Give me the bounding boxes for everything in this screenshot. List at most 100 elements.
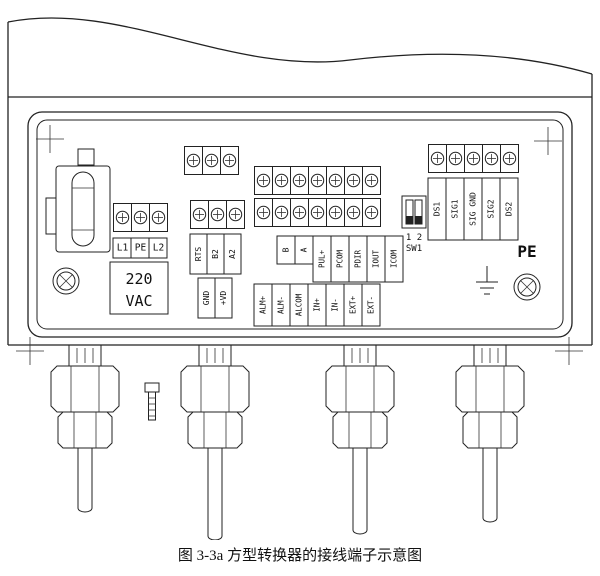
terminal-screw — [482, 144, 501, 173]
label-l1: L1 — [117, 243, 129, 254]
cable-gland-2 — [180, 344, 250, 540]
label-alm-plus: ALM+ — [259, 295, 268, 314]
mounting-screw — [144, 382, 160, 421]
terminal-screw — [308, 198, 327, 227]
enclosure-break-wave — [7, 17, 593, 75]
label-vd: +VD — [219, 291, 228, 306]
terminal-screw — [428, 144, 447, 173]
cable — [482, 448, 498, 523]
io-terminal-row-1 — [254, 166, 381, 195]
dip-switch-lever-2 — [415, 216, 422, 224]
registration-marks — [16, 125, 583, 365]
terminal-screw — [149, 203, 168, 232]
terminal-screw — [184, 146, 203, 175]
cable — [77, 448, 93, 513]
label-alm-minus: ALM- — [277, 296, 286, 314]
terminal-screw — [254, 166, 273, 195]
cross-mark-top-right — [534, 127, 562, 155]
power-section: L1 PE L2 220 VAC — [45, 148, 169, 315]
label-pul-plus: PUL+ — [318, 249, 327, 268]
terminal-screw — [290, 198, 309, 227]
label-sig1: SIG1 — [451, 199, 460, 218]
terminal-screw — [446, 144, 465, 173]
fuse-holder — [45, 148, 111, 253]
comm-section: RTS B2 A2 GND +VD — [184, 146, 245, 319]
terminal-screw — [326, 166, 345, 195]
comm-terminal-block-top — [184, 146, 239, 175]
signal-labels: DS1 SIG1 SIG GND SIG2 DS2 — [427, 177, 519, 241]
figure-caption: 图 3-3a 方型转换器的接线端子示意图 — [177, 548, 423, 564]
label-alcom: ALCOM — [295, 293, 304, 316]
cross-mark-bottom-left — [16, 337, 44, 365]
terminal-screw — [131, 203, 150, 232]
comm-labels: RTS B2 A2 — [189, 233, 242, 275]
terminal-screw — [464, 144, 483, 173]
signal-section: DS1 SIG1 SIG GND SIG2 DS2 — [427, 144, 519, 241]
label-sig2: SIG2 — [487, 199, 496, 218]
power-terminal-block — [113, 203, 168, 232]
cable-gland-1 — [50, 344, 120, 513]
voltage-value: 220 — [125, 270, 152, 288]
terminal-screw — [220, 146, 239, 175]
terminal-screw — [254, 198, 273, 227]
label-ext-plus: EXT+ — [349, 295, 358, 314]
fuse — [71, 171, 95, 247]
label-b2: B2 — [211, 249, 220, 259]
label-rts: RTS — [194, 247, 203, 262]
terminal-screw — [202, 146, 221, 175]
cable-gland-4 — [455, 344, 525, 523]
label-l2: L2 — [153, 243, 164, 254]
terminal-screw — [308, 166, 327, 195]
ground-screw-left — [52, 267, 80, 295]
signal-terminal-block — [428, 144, 519, 173]
label-sig-gnd: SIG GND — [469, 192, 478, 226]
label-pdir: PDIR — [354, 249, 363, 268]
comm-aux-labels: GND +VD — [197, 277, 233, 319]
terminal-screw — [344, 198, 363, 227]
wiring-diagram: L1 PE L2 220 VAC RTS B2 A2 — [7, 17, 593, 540]
dip-switch-lever-1 — [406, 216, 413, 224]
voltage-box: 220 VAC — [109, 261, 169, 315]
label-ds2: DS2 — [505, 202, 514, 217]
label-ext-minus: EXT- — [367, 296, 376, 314]
terminal-screw — [190, 200, 209, 229]
dip-switch: 1 2 SW1 — [401, 195, 427, 254]
label-pe: PE — [135, 243, 147, 254]
label-in-minus: IN- — [331, 298, 340, 312]
label-a: A — [300, 247, 309, 252]
io-labels-lower: ALM+ ALM- ALCOM IN+ IN- EXT+ EXT- — [253, 283, 381, 327]
label-icom: ICOM — [390, 249, 399, 268]
terminal-screw — [290, 166, 309, 195]
terminal-screw — [326, 198, 345, 227]
label-ds1: DS1 — [433, 202, 442, 217]
io-section: B A PUL+ PCOM PDIR IOUT ICOM ALM+ ALM- A… — [253, 166, 404, 327]
terminal-screw — [208, 200, 227, 229]
cross-mark-bottom-right — [555, 337, 583, 365]
terminal-screw — [272, 198, 291, 227]
power-terminal-labels: L1 PE L2 — [112, 237, 168, 259]
terminal-panel — [27, 111, 573, 338]
terminal-screw — [344, 166, 363, 195]
cable — [352, 448, 368, 535]
terminal-screw — [113, 203, 132, 232]
terminal-screw — [362, 198, 381, 227]
dip-switch-name: SW1 — [406, 244, 422, 254]
label-b: B — [282, 247, 291, 252]
label-iout: IOUT — [372, 249, 381, 268]
label-gnd: GND — [202, 291, 211, 306]
comm-terminal-block — [190, 200, 245, 229]
io-terminal-row-2 — [254, 198, 381, 227]
terminal-screw — [226, 200, 245, 229]
terminal-screw — [500, 144, 519, 173]
label-in-plus: IN+ — [313, 298, 322, 312]
dip-switch-positions: 1 2 — [406, 233, 422, 243]
cable — [207, 448, 223, 540]
cross-mark-top-left — [36, 125, 64, 153]
io-labels-upper: B A PUL+ PCOM PDIR IOUT ICOM — [276, 235, 404, 283]
earth-symbol-icon — [476, 266, 498, 295]
voltage-unit: VAC — [125, 292, 152, 310]
pe-ground: PE — [476, 242, 537, 295]
pe-label: PE — [517, 242, 536, 261]
label-a2: A2 — [228, 249, 237, 259]
